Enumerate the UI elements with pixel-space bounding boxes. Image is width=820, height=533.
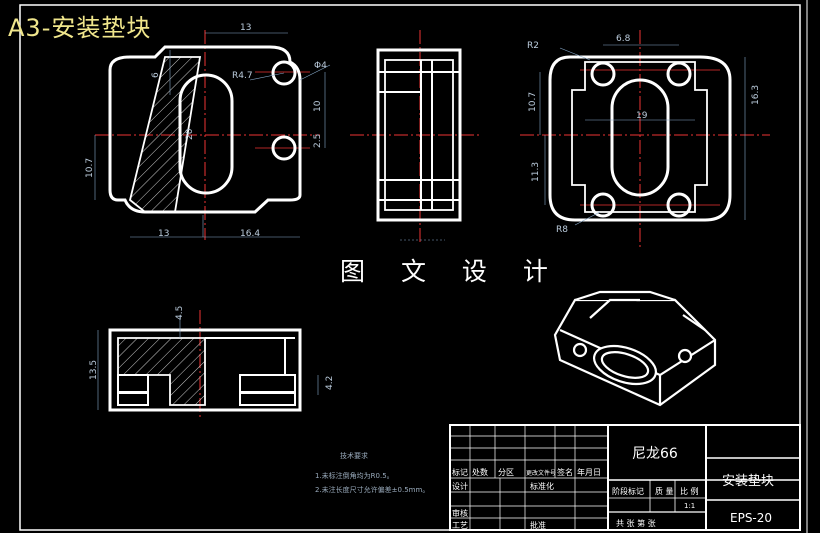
tb-header-sign: 签名	[557, 467, 573, 477]
tb-stage: 阶段标记	[612, 486, 644, 496]
rear-hole-bl	[590, 192, 616, 218]
dim-10.7-right: 10.7	[528, 92, 538, 112]
tb-header-date: 年月日	[577, 467, 601, 477]
tb-standard: 标准化	[530, 481, 554, 491]
tb-header-mark: 标记	[452, 467, 468, 477]
isometric-view	[553, 290, 717, 407]
front-hole-bottom	[271, 135, 297, 161]
front-view: 13 6 R4.7 Φ4 10 20 10.7 2.5 13 16.4	[85, 23, 331, 240]
tb-process: 工艺	[452, 521, 468, 530]
front-slot	[178, 73, 234, 195]
dim-4.2: 4.2	[325, 376, 335, 390]
title-block: 标记 处数 分区 更改文件号 签名 年月日 设计 标准化 审核 工艺 批准 尼龙…	[449, 424, 801, 531]
front-hole-top	[271, 60, 297, 86]
dim-10: 10	[313, 100, 323, 112]
tb-scale: 比 例	[680, 486, 699, 496]
dim-19: 19	[636, 111, 648, 121]
notes-line-1: 1.未标注倒角均为R0.5。	[315, 471, 394, 480]
tb-header-count: 处数	[472, 467, 488, 477]
section-hatch	[117, 337, 206, 406]
dim-6: 6	[151, 72, 161, 78]
tb-sheet: 共 张 第 张	[616, 518, 656, 528]
rear-hole-tl	[590, 61, 616, 87]
dim-4.5: 4.5	[175, 306, 185, 320]
watermark-text: 图 文 设 计	[340, 257, 562, 286]
rear-hole-tr	[666, 61, 692, 87]
rear-slot	[610, 78, 670, 197]
dim-r2: R2	[527, 41, 539, 51]
dim-r8: R8	[556, 225, 568, 235]
dim-16.3: 16.3	[751, 85, 761, 105]
front-section-hatch	[128, 56, 202, 213]
notes-heading: 技术要求	[340, 451, 368, 460]
tb-material: 尼龙66	[632, 446, 678, 462]
tb-drawing-number: EPS-20	[730, 511, 772, 525]
tb-header-change: 更改文件号	[526, 469, 556, 477]
tb-design: 设计	[452, 481, 468, 491]
dim-top-13: 13	[240, 23, 251, 33]
rear-outline	[548, 55, 732, 222]
drawing-frame	[19, 4, 801, 531]
dim-phi4: Φ4	[314, 61, 327, 71]
section-view: 4.5 13.5 4.2	[89, 306, 335, 420]
section-outline	[108, 328, 302, 412]
dim-16.4: 16.4	[240, 229, 260, 239]
tb-header-zone: 分区	[498, 468, 514, 477]
tb-scale-value: 1:1	[684, 502, 695, 510]
tb-approve: 批准	[530, 520, 546, 530]
front-outline	[108, 45, 302, 214]
dim-2.5: 2.5	[313, 134, 323, 148]
dim-13.5: 13.5	[89, 360, 99, 380]
rear-view: R2 6.8 10.7 16.3 19 11.3 R8	[520, 30, 770, 250]
notes-line-2: 2.未注长度尺寸允许偏差±0.5mm。	[315, 485, 429, 494]
drawing-title: A3-安装垫块	[8, 14, 152, 42]
technical-notes: 技术要求 1.未标注倒角均为R0.5。 2.未注长度尺寸允许偏差±0.5mm。	[315, 451, 429, 494]
tb-part-name: 安装垫块	[722, 473, 774, 489]
dim-10.7: 10.7	[85, 158, 95, 178]
dim-r47: R4.7	[232, 71, 253, 81]
side-view	[350, 30, 480, 245]
dim-20: 20	[185, 128, 195, 140]
tb-weight: 质 量	[655, 486, 674, 496]
dim-11.3: 11.3	[531, 162, 541, 182]
dim-bottom-13: 13	[158, 229, 169, 239]
tb-review: 审核	[452, 508, 468, 518]
rear-hole-br	[666, 192, 692, 218]
side-outline	[376, 48, 462, 222]
dim-6.8: 6.8	[616, 34, 631, 44]
